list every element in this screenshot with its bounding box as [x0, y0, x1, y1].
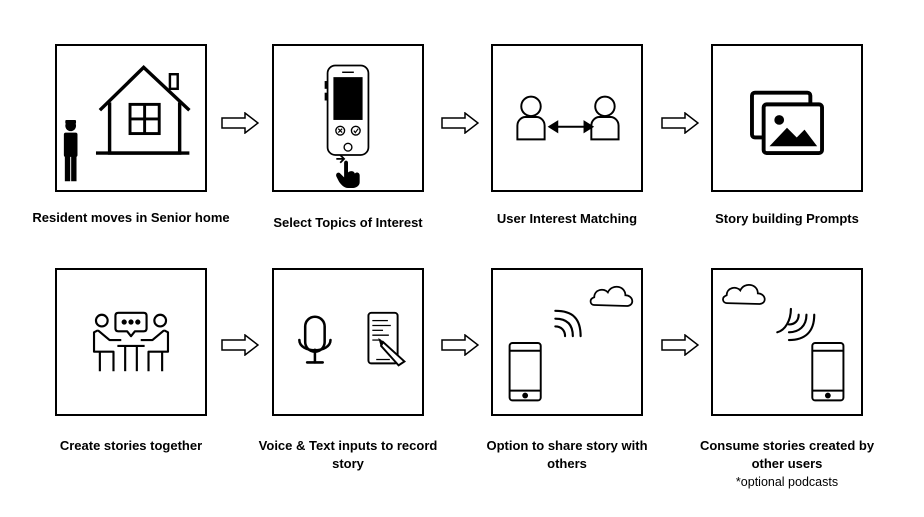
- smartphone-icon: [811, 342, 845, 402]
- user-icon: [516, 95, 546, 141]
- step-box-user-interest-matching: [491, 44, 643, 192]
- cloud-icon: [722, 284, 766, 305]
- step-label-user-interest-matching: User Interest Matching: [496, 211, 638, 226]
- step-label-create-stories-together: Create stories together: [59, 438, 203, 453]
- step-label-resident-moves-in: Resident moves in Senior home: [32, 210, 230, 225]
- step-box-consume-stories: [711, 268, 863, 416]
- arrow-right-icon: [441, 334, 479, 356]
- tap-hand-icon: [336, 154, 360, 189]
- microphone-icon: [298, 315, 332, 364]
- arrow-right-icon: [221, 112, 259, 134]
- tablet-stylus-icon: [367, 311, 407, 367]
- step-box-option-to-share: [491, 268, 643, 416]
- arrow-right-icon: [441, 112, 479, 134]
- bidirectional-arrow-icon: [547, 120, 595, 134]
- arrow-right-icon: [221, 334, 259, 356]
- step-label-consume-stories: Consume stories created by other users *…: [687, 437, 887, 491]
- step-box-select-topics: [272, 44, 424, 192]
- wifi-signal-icon: [776, 307, 816, 342]
- arrow-right-icon: [661, 112, 699, 134]
- wifi-signal-icon: [554, 309, 582, 338]
- step-label-story-building-prompts: Story building Prompts: [715, 211, 859, 226]
- cloud-icon: [589, 286, 634, 307]
- step-note-optional-podcasts: *optional podcasts: [735, 475, 839, 489]
- step-box-voice-text-inputs: [272, 268, 424, 416]
- step-box-story-building-prompts: [711, 44, 863, 192]
- house-icon: [95, 65, 191, 155]
- person-icon: [63, 119, 78, 182]
- user-icon: [590, 95, 620, 141]
- step-label-voice-text-inputs: Voice & Text inputs to record story: [258, 438, 438, 471]
- step-label-select-topics: Select Topics of Interest: [273, 215, 423, 230]
- smartphone-icon: [508, 342, 542, 402]
- step-label-option-to-share: Option to share story with others: [486, 438, 648, 471]
- step-box-resident-moves-in: [55, 44, 207, 192]
- group-conversation-icon: [92, 311, 170, 372]
- smartphone-icon: [324, 64, 370, 156]
- picture-gallery-icon: [750, 90, 824, 155]
- step-box-create-stories-together: [55, 268, 207, 416]
- arrow-right-icon: [661, 334, 699, 356]
